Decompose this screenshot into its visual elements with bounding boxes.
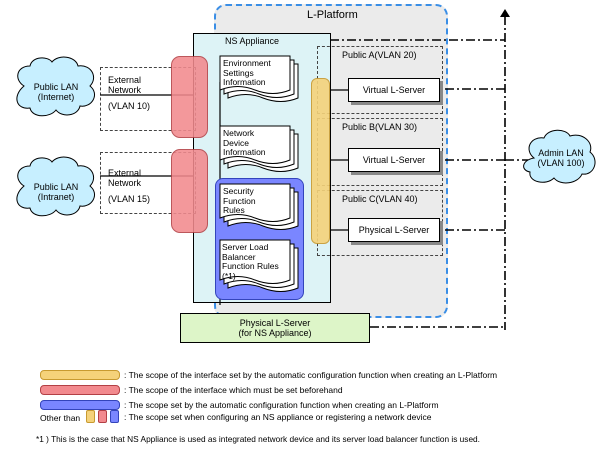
doc-load-balancer-rules: Server Load Balancer Function Rules (*1) (222, 242, 279, 281)
doc-network-device-info: Network Device Information (223, 128, 266, 157)
physical-lserver-c-label: Physical L-Server (358, 225, 430, 235)
cloud-admin-lan (523, 129, 596, 184)
doc-security-function-rules: Security Function Rules (223, 186, 256, 215)
ns-appliance-title: NS Appliance (225, 36, 280, 46)
public-segment-a-title: Public A(VLAN 20) (342, 50, 417, 60)
legend-swatch-yellow (40, 370, 120, 380)
legend-swatch-red (40, 385, 120, 395)
external-network-1-vlan: (VLAN 10) (108, 101, 151, 111)
cloud-internet (16, 56, 95, 117)
admin-lan-label: Admin LAN (VLAN 100) (537, 148, 585, 168)
doc-environment-settings: Environment Settings Information (223, 58, 271, 87)
footnote: *1 ) This is the case that NS Appliance … (36, 434, 480, 444)
virtual-lserver-a[interactable] (348, 78, 440, 102)
ns-physical-lserver[interactable] (180, 313, 370, 343)
external-network-1-label: External Network (108, 75, 142, 95)
virtual-lserver-b[interactable] (348, 148, 440, 172)
legend-swatch-blue (40, 400, 120, 410)
virtual-lserver-a-label: Virtual L-Server (362, 85, 426, 95)
lplatform-title: L-Platform (307, 9, 358, 21)
preset-interface-marker-2 (171, 149, 208, 233)
external-network-2-label: External Network (108, 168, 142, 188)
legend-text-blue: : The scope set by the automatic configu… (124, 400, 439, 410)
legend-mini-red (98, 410, 107, 423)
physical-lserver-c[interactable] (348, 218, 440, 242)
legend-mini-blue (110, 410, 119, 423)
legend-text-other: : The scope set when configuring an NS a… (124, 412, 432, 422)
legend-other-than: Other than (40, 413, 81, 423)
legend-mini-yellow (86, 410, 95, 423)
public-segment-c-title: Public C(VLAN 40) (342, 194, 418, 204)
external-network-2-vlan: (VLAN 15) (108, 194, 151, 204)
public-lan-intranet-label: Public LAN (Intranet) (33, 182, 79, 202)
legend-text-yellow: : The scope of the interface set by the … (124, 370, 498, 380)
preset-interface-marker-1 (171, 56, 208, 138)
cloud-intranet (16, 156, 95, 217)
ns-physical-lserver-label: Physical L-Server (for NS Appliance) (238, 318, 312, 338)
public-lan-internet-label: Public LAN (Internet) (33, 82, 79, 102)
virtual-lserver-b-label: Virtual L-Server (362, 155, 426, 165)
public-segment-b-title: Public B(VLAN 30) (342, 122, 418, 132)
legend-text-red: : The scope of the interface which must … (124, 385, 343, 395)
auto-interface-scope-marker (311, 78, 330, 244)
